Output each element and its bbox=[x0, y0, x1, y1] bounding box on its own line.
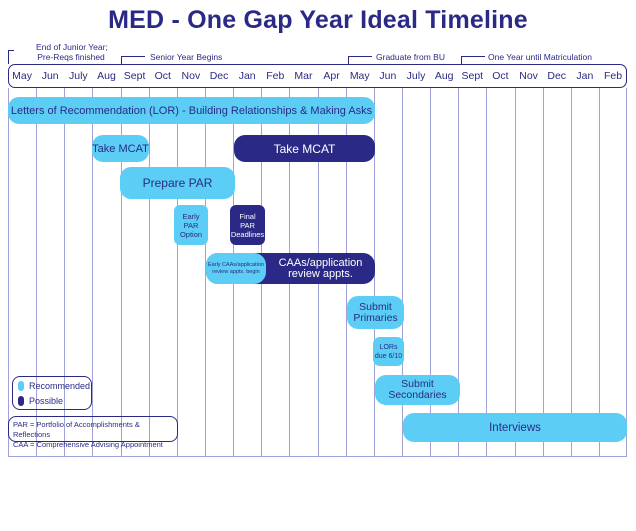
milestone-junior-line1: End of Junior Year; bbox=[36, 42, 108, 52]
milestone-junior: End of Junior Year; Pre-Reqs finished bbox=[36, 42, 108, 62]
secondaries-line1: Submit bbox=[401, 378, 434, 390]
grid-line bbox=[64, 88, 66, 457]
grid-line bbox=[401, 88, 403, 457]
submit-secondaries-bar: Submit Secondaries bbox=[375, 375, 460, 405]
grid-line bbox=[458, 88, 460, 457]
grid-line bbox=[92, 88, 94, 457]
grid-line bbox=[626, 88, 627, 457]
month-label: July bbox=[406, 70, 426, 82]
month-label: May bbox=[349, 70, 370, 82]
month-label: Oct bbox=[154, 70, 171, 82]
legend-possible-swatch bbox=[18, 396, 24, 406]
lors-due-bar: LORs due 6/10 bbox=[373, 337, 404, 366]
milestone-junior-tick-h bbox=[8, 50, 14, 51]
primaries-line1: Submit bbox=[359, 300, 392, 313]
legend-recommended-label: Recommended bbox=[29, 381, 91, 391]
legend-recommended-swatch bbox=[18, 381, 24, 391]
interviews-bar: Interviews bbox=[403, 413, 627, 442]
prepare-par-label: Prepare PAR bbox=[142, 176, 213, 190]
take-mcat-possible-bar: Take MCAT bbox=[234, 135, 375, 162]
grid-line bbox=[570, 88, 572, 457]
final-par-line1: Final bbox=[239, 211, 256, 221]
month-label: Aug bbox=[97, 70, 116, 82]
primaries-line2: Primaries bbox=[353, 311, 398, 324]
lor-bar-label: Letters of Recommendation (LOR) - Buildi… bbox=[10, 104, 373, 117]
month-label: Jun bbox=[41, 70, 59, 82]
month-label: Feb bbox=[603, 70, 623, 82]
month-label: Dec bbox=[209, 70, 229, 82]
final-par-line3: Deadlines bbox=[230, 229, 265, 239]
milestone-junior-line2: Pre-Reqs finished bbox=[37, 52, 105, 62]
lor-bar: Letters of Recommendation (LOR) - Buildi… bbox=[8, 97, 375, 124]
caa-early-bar: Early CAAs/application review appts. beg… bbox=[206, 253, 266, 284]
month-label: Jan bbox=[576, 70, 594, 82]
milestone-one-year-tick bbox=[461, 56, 462, 64]
grid-line bbox=[176, 88, 178, 457]
interviews-label: Interviews bbox=[489, 421, 541, 434]
early-par-line1: Early bbox=[182, 211, 200, 221]
early-par-line2: PAR bbox=[183, 220, 199, 230]
lors-due-line2: due 6/10 bbox=[374, 352, 403, 360]
milestone-junior-tick bbox=[8, 50, 9, 64]
grid-line bbox=[486, 88, 488, 457]
milestone-graduate-tick bbox=[348, 56, 349, 64]
early-par-line3: Option bbox=[179, 229, 203, 239]
grid-line bbox=[8, 88, 9, 457]
page-title: MED - One Gap Year Ideal Timeline bbox=[108, 6, 528, 34]
legend-possible-label: Possible bbox=[29, 396, 64, 406]
month-label: Feb bbox=[266, 70, 285, 82]
milestone-one-year-tick-h bbox=[461, 56, 485, 57]
month-label: Jun bbox=[379, 70, 397, 82]
legend-recommended: Recommended bbox=[18, 381, 90, 391]
milestone-one-year: One Year until Matriculation bbox=[488, 52, 592, 62]
legend-possible: Possible bbox=[18, 396, 63, 406]
month-label: July bbox=[68, 70, 88, 82]
abbreviation-par: PAR = Portfolio of Accomplishments & Ref… bbox=[13, 420, 140, 439]
milestone-graduate: Graduate from BU bbox=[376, 52, 445, 62]
grid-bottom-line bbox=[8, 456, 627, 457]
grid-line bbox=[36, 88, 38, 457]
take-mcat-recommended-label: Take MCAT bbox=[92, 142, 149, 155]
milestone-senior: Senior Year Begins bbox=[150, 52, 223, 62]
final-par-deadlines-bar: Final PAR Deadlines bbox=[230, 205, 265, 245]
grid-line bbox=[542, 88, 544, 457]
month-header bbox=[8, 64, 627, 88]
milestone-senior-tick-h bbox=[121, 56, 145, 57]
month-label: Oct bbox=[492, 70, 509, 82]
grid-line bbox=[598, 88, 600, 457]
submit-primaries-bar: Submit Primaries bbox=[347, 296, 404, 329]
month-label: Mar bbox=[294, 70, 313, 82]
final-par-line2: PAR bbox=[240, 220, 255, 230]
lors-due-line1: LORs bbox=[379, 343, 398, 351]
take-mcat-possible-label: Take MCAT bbox=[273, 141, 336, 156]
early-par-option-bar: Early PAR Option bbox=[174, 205, 208, 245]
caa-main-line1: CAAs/application bbox=[278, 256, 363, 269]
month-label: Dec bbox=[547, 70, 567, 82]
grid-line bbox=[120, 88, 122, 457]
month-label: Jan bbox=[238, 70, 256, 82]
take-mcat-recommended-bar: Take MCAT bbox=[92, 135, 149, 162]
caa-early-line2: review appts. begin bbox=[212, 268, 260, 275]
grid-line bbox=[148, 88, 150, 457]
grid-line bbox=[430, 88, 432, 457]
grid-line bbox=[204, 88, 206, 457]
legend: Recommended Possible bbox=[12, 376, 92, 410]
month-label: Apr bbox=[323, 70, 340, 82]
grid-line bbox=[514, 88, 516, 457]
month-label: Nov bbox=[181, 70, 201, 82]
month-label: Sept bbox=[461, 70, 484, 82]
milestone-graduate-tick-h bbox=[348, 56, 372, 57]
abbreviation-caa: CAA = Comprehensive Advising Appointment bbox=[13, 440, 163, 449]
caa-main-label: CAAs/application review appts. bbox=[266, 253, 375, 284]
month-label: May bbox=[12, 70, 32, 82]
milestone-senior-tick bbox=[121, 56, 122, 64]
secondaries-line2: Secondaries bbox=[388, 389, 447, 401]
prepare-par-bar: Prepare PAR bbox=[120, 167, 235, 199]
abbreviations-box: PAR = Portfolio of Accomplishments & Ref… bbox=[8, 416, 178, 449]
month-label: Aug bbox=[434, 70, 454, 82]
month-label: Sept bbox=[123, 70, 146, 82]
caa-main-line2: review appts. bbox=[288, 267, 353, 280]
month-label: Nov bbox=[519, 70, 538, 82]
caa-early-line1: Early CAAs/application bbox=[208, 261, 264, 268]
